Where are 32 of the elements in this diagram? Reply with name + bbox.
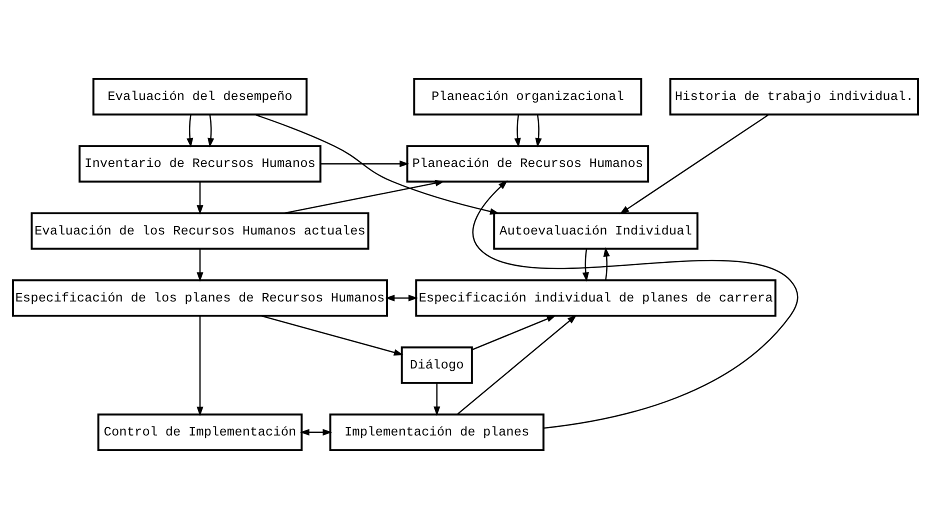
node-box: Planeación de Recursos Humanos [406,144,650,182]
arrow [582,248,589,282]
node-box: Implementación de planes [329,413,544,451]
arrow [514,114,521,148]
arrow [254,113,500,214]
node-box: Control de Implementación [97,413,303,451]
arrow [456,314,577,414]
node-box: Inventario de Recursos Humanos [78,144,322,182]
arrow [284,179,445,214]
arrow [434,382,440,416]
arrow [300,428,332,436]
node-box: Evaluación de los Recursos Humanos actuales [30,212,370,250]
node-box: Planeación organizacional [413,77,642,115]
node-box: Historia de trabajo individual. [669,77,920,115]
arrow [196,248,204,282]
arrow [620,114,769,214]
arrow [320,160,410,167]
arrow [472,180,798,428]
arrow [385,294,418,301]
node-box: Especificación de los planes de Recursos Humanos [12,278,388,316]
arrow [186,114,194,148]
arrow [261,314,404,356]
arrow [535,114,542,148]
arrow [472,314,556,350]
node-box: Autoevaluación Individual [493,212,698,250]
arrow [208,114,214,148]
arrow [196,316,204,416]
arrow [196,181,204,214]
node-box: Diálogo [400,346,473,384]
node-box: Especificación individual de planes de carrera [415,278,776,316]
node-box: Evaluación del desempeño [92,77,308,115]
arrow [603,246,610,280]
